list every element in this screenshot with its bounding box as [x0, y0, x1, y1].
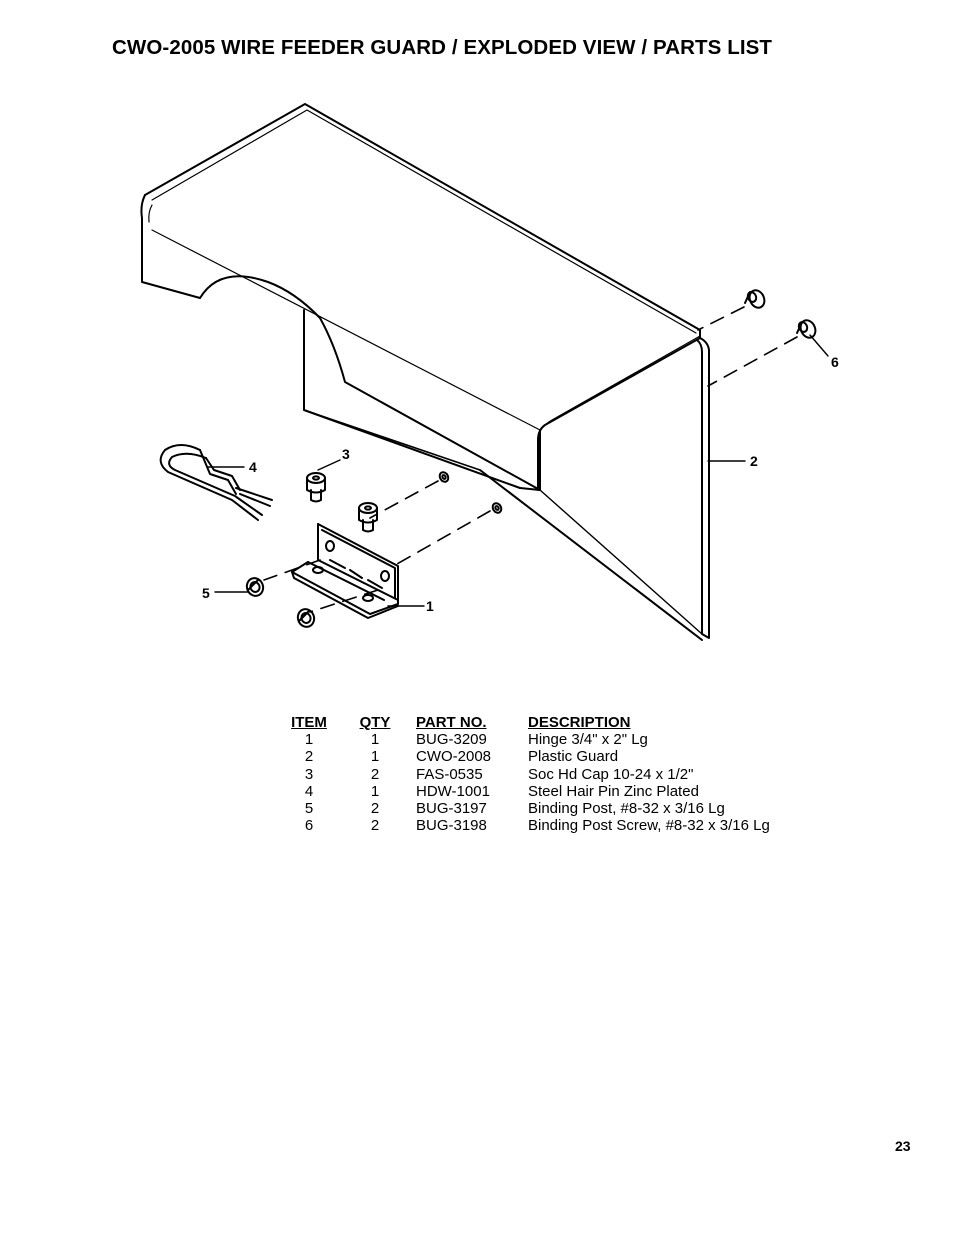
plastic-guard: [140, 103, 710, 641]
row-item: 3: [304, 765, 314, 783]
row-part-no: BUG-3197: [416, 800, 487, 818]
page-number: 23: [895, 1138, 911, 1154]
row-part-no: BUG-3198: [416, 817, 487, 835]
row-qty: 1: [370, 782, 380, 800]
row-description: Plastic Guard: [528, 748, 619, 766]
row-item: 2: [304, 748, 314, 766]
header-part-no: PART NO.: [416, 714, 487, 731]
row-description: Soc Hd Cap 10-24 x 1/2": [528, 765, 694, 783]
row-description: Hinge 3/4" x 2" Lg: [528, 731, 648, 749]
row-part-no: CWO-2008: [416, 748, 492, 766]
callout-4: 4: [249, 459, 257, 475]
hinge: [291, 523, 399, 619]
steel-hair-pin: [159, 444, 273, 521]
row-part-no: HDW-1001: [416, 782, 490, 800]
socket-head-cap-screw-right: [358, 502, 378, 533]
row-description: Binding Post Screw, #8-32 x 3/16 Lg: [528, 817, 770, 835]
row-item: 4: [304, 782, 314, 800]
table-row: 4 1 HDW-1001 Steel Hair Pin Zinc Plated: [278, 783, 808, 800]
row-description: Steel Hair Pin Zinc Plated: [528, 782, 699, 800]
row-qty: 2: [370, 800, 380, 818]
table-row: 1 1 BUG-3209 Hinge 3/4" x 2" Lg: [278, 731, 808, 748]
row-item: 1: [304, 731, 314, 749]
parts-list-header: ITEM QTY PART NO. DESCRIPTION: [278, 714, 808, 731]
row-qty: 2: [370, 817, 380, 835]
table-row: 6 2 BUG-3198 Binding Post Screw, #8-32 x…: [278, 817, 808, 834]
row-part-no: BUG-3209: [416, 731, 487, 749]
header-qty: QTY: [359, 714, 391, 731]
table-row: 3 2 FAS-0535 Soc Hd Cap 10-24 x 1/2": [278, 766, 808, 783]
exploded-view-drawing: 2 6 4 3 5 1: [140, 103, 839, 641]
binding-post-lower: [296, 608, 316, 628]
row-item: 5: [304, 800, 314, 818]
row-description: Binding Post, #8-32 x 3/16 Lg: [528, 800, 725, 818]
callout-2: 2: [750, 453, 758, 469]
callout-3: 3: [342, 446, 350, 462]
callout-6: 6: [831, 354, 839, 370]
header-description: DESCRIPTION: [528, 714, 631, 731]
explode-lines: [263, 306, 798, 613]
row-part-no: FAS-0535: [416, 765, 483, 783]
binding-post-screw-upper: [744, 289, 766, 309]
row-qty: 1: [370, 731, 380, 749]
table-row: 2 1 CWO-2008 Plastic Guard: [278, 748, 808, 765]
row-qty: 2: [370, 765, 380, 783]
binding-post-upper: [245, 577, 265, 597]
binding-post-screw-lower: [796, 319, 817, 339]
table-row: 5 2 BUG-3197 Binding Post, #8-32 x 3/16 …: [278, 800, 808, 817]
row-item: 6: [304, 817, 314, 835]
parts-list-table: ITEM QTY PART NO. DESCRIPTION 1 1 BUG-32…: [278, 714, 808, 834]
row-qty: 1: [370, 748, 380, 766]
leader-lines: [207, 334, 829, 607]
callout-5: 5: [202, 585, 210, 601]
socket-head-cap-screw-left: [306, 472, 326, 503]
page-title: CWO-2005 WIRE FEEDER GUARD / EXPLODED VI…: [112, 36, 773, 59]
callout-1: 1: [426, 598, 434, 614]
header-item: ITEM: [291, 714, 327, 731]
